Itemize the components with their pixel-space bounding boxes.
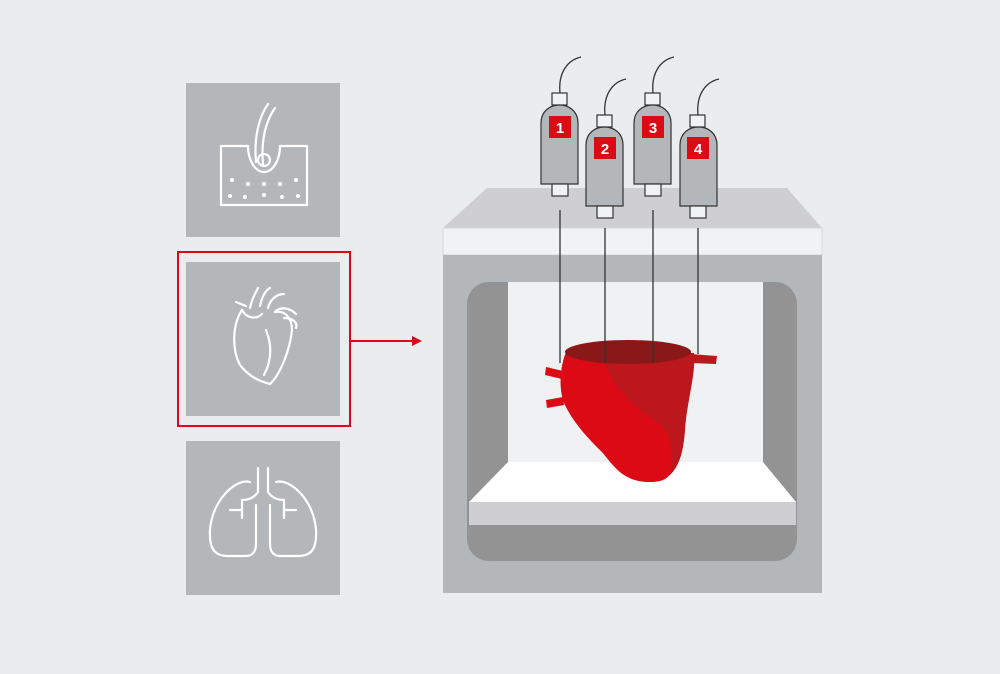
syringe-label: 4	[694, 141, 703, 158]
arrow	[350, 336, 422, 346]
lungs-icon	[208, 466, 318, 558]
syringe-1: 1	[540, 56, 582, 197]
printer-head-rail	[442, 227, 823, 256]
build-plate	[469, 462, 796, 502]
syringe-4: 4	[679, 78, 720, 219]
syringe-label: 3	[649, 120, 657, 137]
printer-top	[443, 188, 822, 228]
skin-cells-dots	[228, 178, 300, 199]
print-threads	[559, 210, 699, 363]
syringe-3: 3	[633, 56, 675, 197]
build-plate-front	[469, 502, 796, 525]
syringe-label-badge	[687, 137, 709, 159]
panel-skin	[186, 83, 340, 237]
syringe-label-badge	[594, 137, 616, 159]
printed-heart	[545, 340, 717, 482]
syringe-2: 2	[585, 78, 627, 219]
syringe-label: 1	[556, 120, 564, 137]
panel-lungs	[186, 441, 340, 595]
syringe-label: 2	[601, 141, 609, 158]
heart-organ-icon	[233, 286, 298, 386]
syringe-label-badge	[549, 116, 571, 138]
panel-heart-selected[interactable]	[177, 251, 351, 427]
syringe-label-badge	[642, 116, 664, 138]
skin-hair-follicle-icon	[219, 102, 309, 207]
